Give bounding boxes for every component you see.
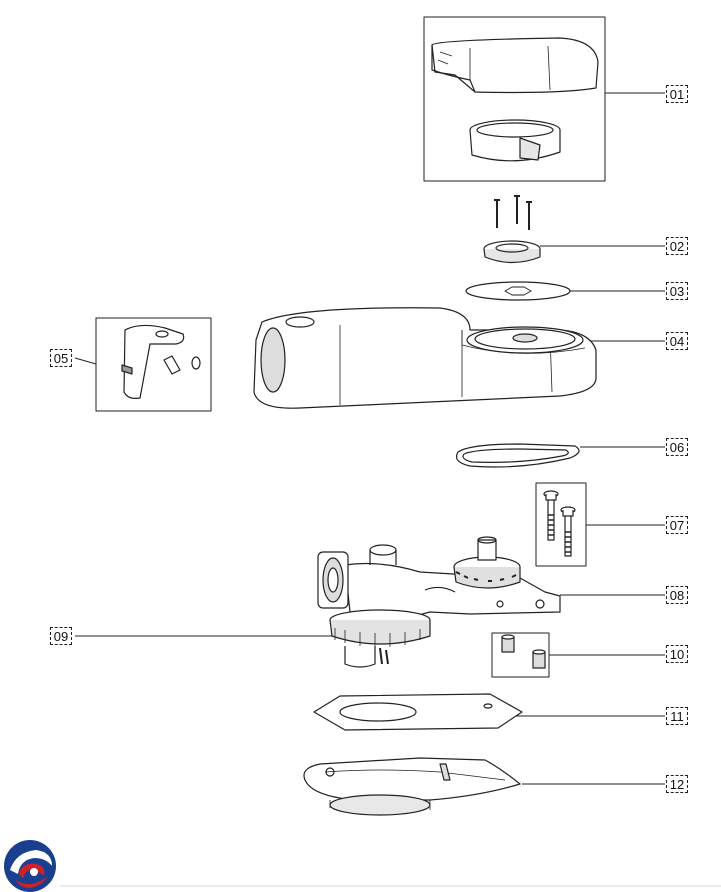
part-11-base-gasket[interactable] [313, 693, 523, 731]
callout-01[interactable]: 01 [666, 85, 688, 103]
part-06-drive-belt[interactable] [455, 443, 580, 468]
callout-03[interactable]: 03 [666, 282, 688, 300]
callout-11[interactable]: 11 [666, 707, 688, 725]
callout-02[interactable]: 02 [666, 237, 688, 255]
part-05-bracket-kit[interactable] [95, 317, 212, 412]
part-12-base-tray[interactable] [303, 757, 521, 816]
part-04-main-housing[interactable] [253, 307, 597, 409]
part-08-gearbox-frame[interactable] [344, 536, 561, 621]
swirl-logo-icon [4, 840, 56, 892]
callout-12[interactable]: 12 [666, 775, 688, 793]
callout-07[interactable]: 07 [666, 516, 688, 534]
callout-04[interactable]: 04 [666, 332, 688, 350]
callout-08[interactable]: 08 [666, 586, 688, 604]
callout-06[interactable]: 06 [666, 438, 688, 456]
part-10-bushings[interactable] [491, 632, 550, 678]
callout-10[interactable]: 10 [666, 645, 688, 663]
part-02-screws-and-nut[interactable] [483, 195, 541, 264]
callout-05[interactable]: 05 [50, 349, 72, 367]
part-09-motor[interactable] [317, 551, 431, 668]
part-07-bolts[interactable] [535, 482, 587, 567]
callout-09[interactable]: 09 [50, 627, 72, 645]
part-01-top-cover-assembly[interactable] [423, 16, 606, 182]
part-03-disc-seal[interactable] [465, 281, 571, 301]
